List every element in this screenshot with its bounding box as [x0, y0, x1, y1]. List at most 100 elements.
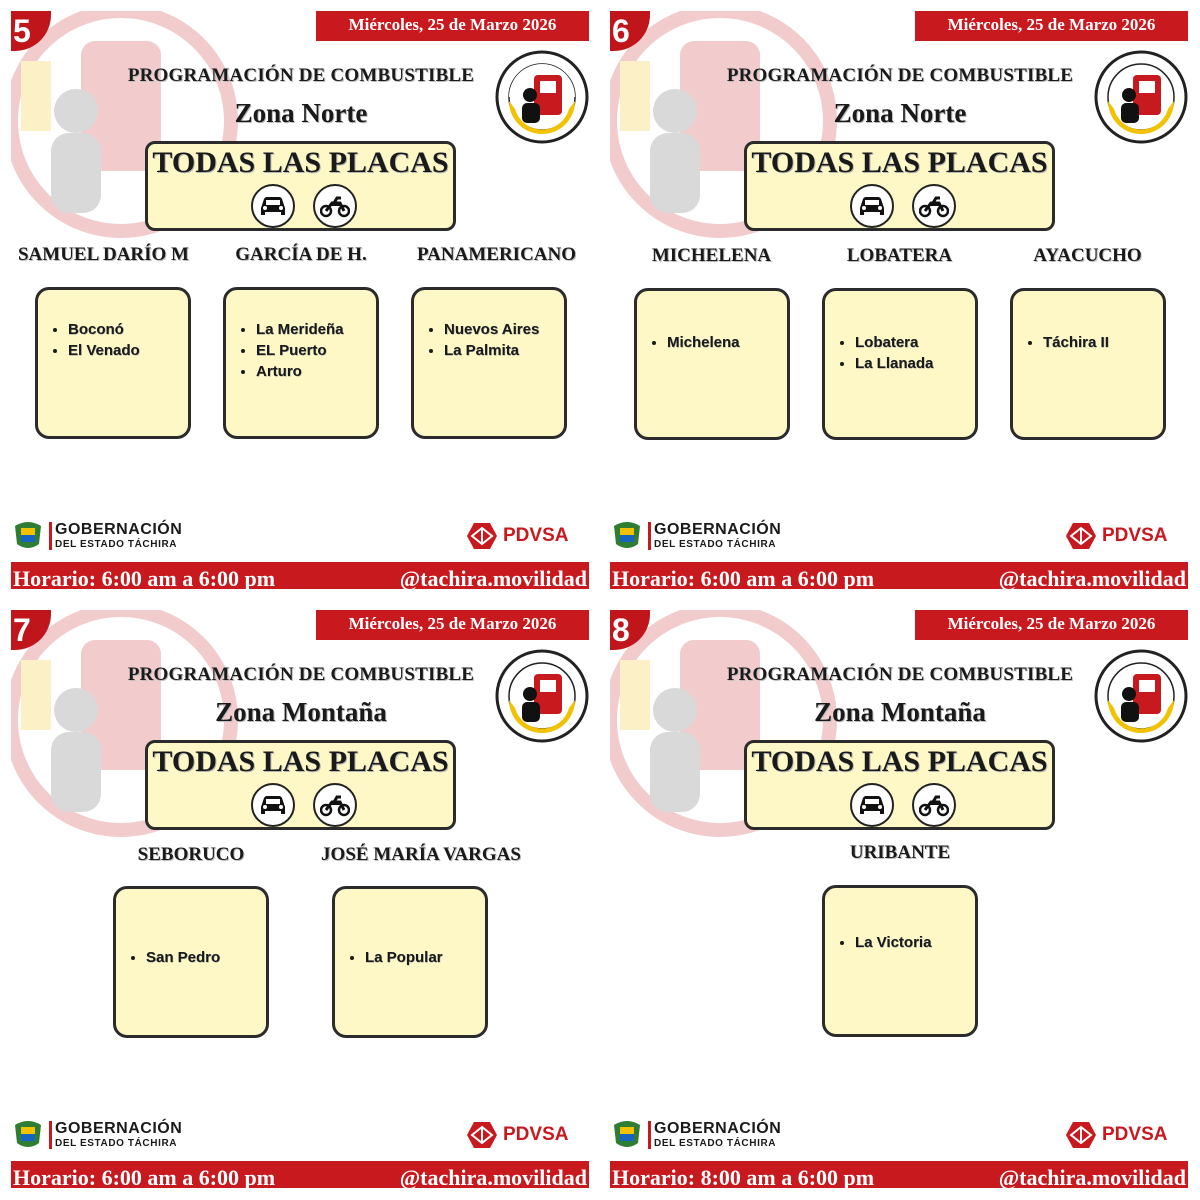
motorcycle-icon — [912, 184, 956, 228]
list-item: Michelena — [667, 334, 787, 351]
footer-logos: GOBERNACIÓN DEL ESTADO TÁCHIRA PDVSA — [11, 516, 589, 556]
station-card: Nuevos AiresLa Palmita — [411, 287, 567, 439]
pdvsa-logo-icon — [467, 523, 497, 549]
zone-title: Zona Montaña — [814, 697, 986, 727]
station-card: Lobatera La Llanada — [822, 288, 978, 440]
gobernacion-subtitle: DEL ESTADO TÁCHIRA — [654, 1138, 777, 1149]
column-label: SEBORUCO — [137, 844, 245, 865]
column-label: LOBATERA — [846, 245, 953, 266]
car-icon — [850, 184, 894, 228]
gobernacion-subtitle: DEL ESTADO TÁCHIRA — [55, 1138, 178, 1149]
pdvsa-label: PDVSA — [1102, 525, 1168, 546]
list-item: La Merideña — [256, 321, 376, 338]
gobernacion-subtitle: DEL ESTADO TÁCHIRA — [654, 539, 777, 550]
social-handle: @tachira.movilidad — [399, 566, 587, 589]
panel-8: 8 Miércoles, 25 de Marzo 2026 PROGRAMACI… — [610, 610, 1188, 1188]
schedule-text: Horario: 6:00 am a 6:00 pm — [612, 566, 875, 589]
coordinacion-movilidad-seal-icon — [495, 50, 589, 144]
schedule-bar: Horario: 6:00 am a 6:00 pm @tachira.movi… — [11, 1161, 589, 1188]
pdvsa-label: PDVSA — [503, 1124, 569, 1145]
panel-number-badge: 7 — [11, 610, 51, 650]
all-plates-box: TODAS LAS PLACAS — [744, 740, 1055, 830]
footer-logos: GOBERNACIÓN DEL ESTADO TÁCHIRA PDVSA — [610, 1115, 1188, 1155]
all-plates-box: TODAS LAS PLACAS — [145, 740, 456, 830]
motorcycle-icon — [313, 184, 357, 228]
list-item: La Popular — [365, 949, 485, 966]
fuel-pump-watermark-icon — [11, 11, 238, 238]
motorcycle-icon — [313, 783, 357, 827]
column-label: MICHELENA — [651, 245, 772, 266]
state-crest-icon — [614, 522, 640, 548]
car-icon — [251, 783, 295, 827]
list-item: El Venado — [68, 342, 188, 359]
all-plates-box: TODAS LAS PLACAS — [145, 141, 456, 231]
zone-title: Zona Norte — [833, 98, 967, 128]
social-handle: @tachira.movilidad — [998, 566, 1186, 589]
program-title: PROGRAMACIÓN DE COMBUSTIBLE — [127, 65, 475, 86]
state-crest-icon — [614, 1121, 640, 1147]
date-banner: Miércoles, 25 de Marzo 2026 — [316, 11, 589, 41]
list-item: Nuevos Aires — [444, 321, 564, 338]
list-item: Lobatera — [855, 334, 975, 351]
gobernacion-title: GOBERNACIÓN — [654, 521, 782, 538]
state-crest-icon — [15, 522, 41, 548]
schedule-text: Horario: 6:00 am a 6:00 pm — [13, 566, 276, 589]
list-item: Táchira II — [1043, 334, 1163, 351]
list-item: EL Puerto — [256, 342, 376, 359]
station-card: Boconó El Venado — [35, 287, 191, 439]
gobernacion-title: GOBERNACIÓN — [55, 521, 183, 538]
motorcycle-icon — [912, 783, 956, 827]
gobernacion-subtitle: DEL ESTADO TÁCHIRA — [55, 539, 178, 550]
program-title: PROGRAMACIÓN DE COMBUSTIBLE — [726, 664, 1074, 685]
schedule-text: Horario: 6:00 am a 6:00 pm — [13, 1165, 276, 1188]
list-item: La Llanada — [855, 355, 975, 372]
program-title: PROGRAMACIÓN DE COMBUSTIBLE — [726, 65, 1074, 86]
social-handle: @tachira.movilidad — [399, 1165, 587, 1188]
social-handle: @tachira.movilidad — [998, 1165, 1186, 1188]
list-item: San Pedro — [146, 949, 266, 966]
pdvsa-logo-icon — [1066, 523, 1096, 549]
pdvsa-logo-icon — [467, 1122, 497, 1148]
schedule-bar: Horario: 6:00 am a 6:00 pm @tachira.movi… — [11, 562, 589, 589]
coordinacion-movilidad-seal-icon — [495, 649, 589, 743]
car-icon — [850, 783, 894, 827]
car-icon — [251, 184, 295, 228]
list-item: La Victoria — [855, 934, 975, 951]
all-plates-label: TODAS LAS PLACAS — [751, 745, 1048, 778]
footer-logos: GOBERNACIÓN DEL ESTADO TÁCHIRA PDVSA — [610, 516, 1188, 556]
coordinacion-movilidad-seal-icon — [1094, 649, 1188, 743]
divider — [648, 522, 651, 550]
program-title: PROGRAMACIÓN DE COMBUSTIBLE — [127, 664, 475, 685]
column-label: URIBANTE — [849, 842, 951, 863]
all-plates-label: TODAS LAS PLACAS — [751, 146, 1048, 179]
date-banner: Miércoles, 25 de Marzo 2026 — [316, 610, 589, 640]
station-card: La Popular — [332, 886, 488, 1038]
divider — [648, 1121, 651, 1149]
zone-title: Zona Montaña — [215, 697, 387, 727]
station-card: La Victoria — [822, 885, 978, 1037]
gobernacion-title: GOBERNACIÓN — [654, 1120, 782, 1137]
all-plates-label: TODAS LAS PLACAS — [152, 146, 449, 179]
column-label: JOSÉ MARÍA VARGAS — [321, 844, 521, 865]
pdvsa-label: PDVSA — [503, 525, 569, 546]
fuel-pump-watermark-icon — [610, 11, 837, 238]
gobernacion-title: GOBERNACIÓN — [55, 1120, 183, 1137]
station-card: Táchira II — [1010, 288, 1166, 440]
divider — [49, 522, 52, 550]
list-item: Arturo — [256, 363, 376, 380]
footer-logos: GOBERNACIÓN DEL ESTADO TÁCHIRA PDVSA — [11, 1115, 589, 1155]
zone-title: Zona Norte — [234, 98, 368, 128]
column-label: GARCÍA DE H. — [235, 244, 367, 265]
all-plates-label: TODAS LAS PLACAS — [152, 745, 449, 778]
schedule-bar: Horario: 8:00 am a 6:00 pm @tachira.movi… — [610, 1161, 1188, 1188]
fuel-pump-watermark-icon — [610, 610, 837, 837]
schedule-bar: Horario: 6:00 am a 6:00 pm @tachira.movi… — [610, 562, 1188, 589]
station-card: Michelena — [634, 288, 790, 440]
date-banner: Miércoles, 25 de Marzo 2026 — [915, 11, 1188, 41]
station-card: La Merideña EL PuertoArturo — [223, 287, 379, 439]
panel-6: 6 Miércoles, 25 de Marzo 2026 PROGRAMACI… — [610, 11, 1188, 589]
pdvsa-logo-icon — [1066, 1122, 1096, 1148]
pdvsa-label: PDVSA — [1102, 1124, 1168, 1145]
fuel-pump-watermark-icon — [11, 610, 238, 837]
list-item: Boconó — [68, 321, 188, 338]
